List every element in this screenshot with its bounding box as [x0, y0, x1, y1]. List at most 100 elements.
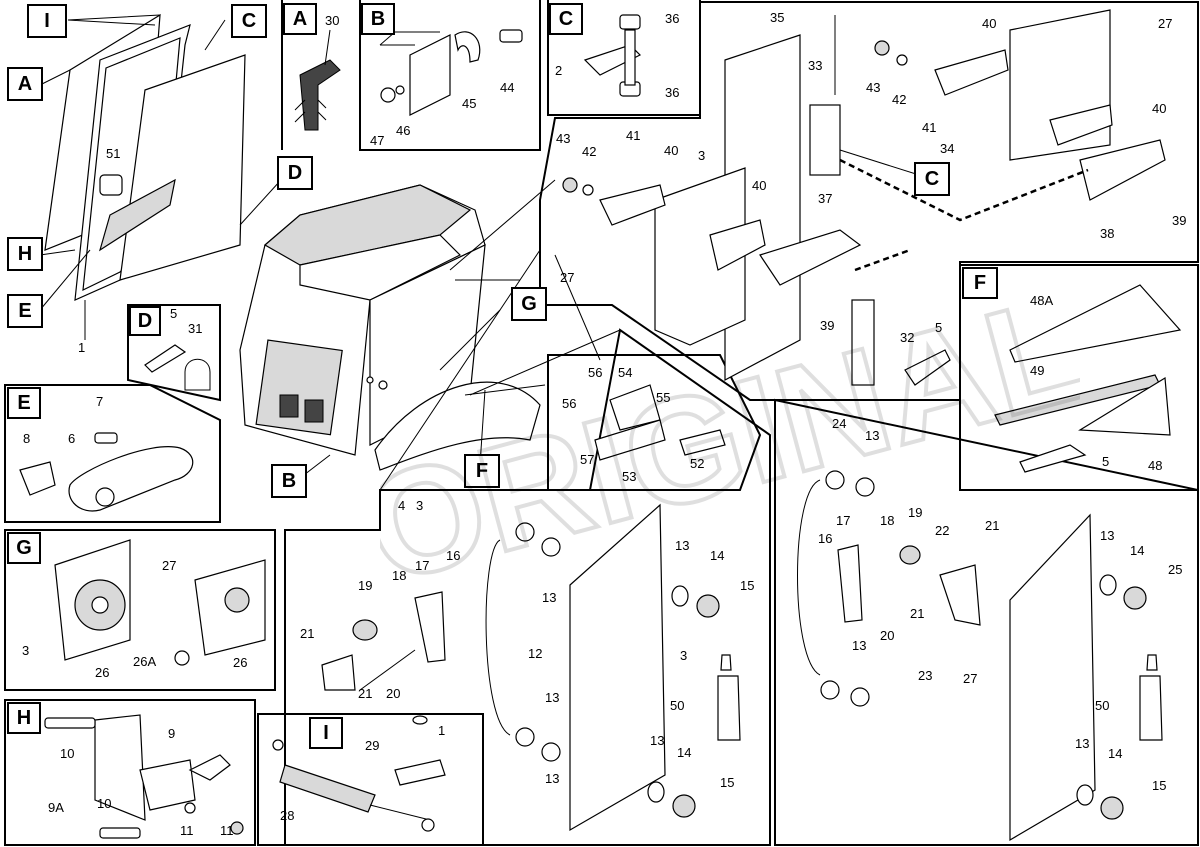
part-number: 40 [982, 16, 996, 31]
part-number: 41 [626, 128, 640, 143]
svg-text:C: C [242, 10, 256, 32]
part-number: 27 [162, 558, 176, 573]
part-number: 49 [1030, 363, 1044, 378]
svg-text:C: C [925, 168, 939, 190]
part-number: 21 [985, 518, 999, 533]
part-number: 27 [1158, 16, 1172, 31]
part-number: 56 [588, 365, 602, 380]
part-number: 21 [300, 626, 314, 641]
box-label-E: E [7, 387, 41, 419]
part-number: 5 [170, 306, 177, 321]
part-number: 13 [852, 638, 866, 653]
svg-text:E: E [18, 300, 31, 322]
part-number: 14 [1130, 543, 1144, 558]
part-number: 2 [555, 63, 562, 78]
part-number: 7 [96, 394, 103, 409]
box-label-B: B [361, 3, 395, 35]
part-numbers: 51 1 27 4 3 30 44 45 47 46 36 2 36 35 33… [22, 10, 1186, 838]
part-number: 3 [698, 148, 705, 163]
callout-E-main: E [7, 294, 43, 328]
part-number: 45 [462, 96, 476, 111]
part-number: 18 [392, 568, 406, 583]
callout-G-main: G [511, 287, 547, 321]
part-number: 42 [892, 92, 906, 107]
part-number: 39 [1172, 213, 1186, 228]
detail-A-seal [294, 29, 341, 131]
part-number: 11 [220, 823, 234, 838]
part-number: 17 [415, 558, 429, 573]
part-number: 30 [325, 13, 339, 28]
cab-assembly [239, 184, 541, 471]
part-number: 50 [1095, 698, 1109, 713]
svg-text:C: C [559, 8, 573, 30]
callout-I-main: I [27, 4, 67, 38]
part-number: 21 [358, 686, 372, 701]
svg-text:A: A [293, 8, 307, 30]
part-number: 8 [23, 431, 30, 446]
callout-H-main: H [7, 237, 43, 271]
part-number: 13 [675, 538, 689, 553]
svg-text:E: E [17, 392, 30, 414]
svg-text:D: D [288, 162, 302, 184]
part-number: 3 [22, 643, 29, 658]
part-number: 29 [365, 738, 379, 753]
part-number: 20 [880, 628, 894, 643]
part-number: 40 [752, 178, 766, 193]
part-number: 4 [398, 498, 405, 513]
box-label-C: C [549, 3, 583, 35]
part-number: 26A [133, 654, 156, 669]
part-number: 44 [500, 80, 514, 95]
part-number: 19 [358, 578, 372, 593]
svg-text:G: G [16, 537, 32, 559]
svg-text:D: D [138, 310, 152, 332]
part-number: 20 [386, 686, 400, 701]
detail-I-gas-strut [272, 715, 446, 832]
part-number: 54 [618, 365, 632, 380]
box-label-A: A [283, 3, 317, 35]
part-number: 26 [95, 665, 109, 680]
part-number: 15 [1152, 778, 1166, 793]
part-number: 25 [1168, 562, 1182, 577]
svg-text:I: I [323, 722, 329, 744]
callout-B-main: B [271, 464, 307, 498]
part-number: 39 [820, 318, 834, 333]
part-number: 13 [1075, 736, 1089, 751]
part-number: 48A [1030, 293, 1053, 308]
svg-text:A: A [18, 73, 32, 95]
callout-D-main: D [277, 156, 313, 190]
box-label-H: H [7, 702, 41, 734]
detail-D [144, 344, 211, 391]
part-number: 12 [528, 646, 542, 661]
part-number: 9A [48, 800, 64, 815]
part-number: 1 [78, 340, 85, 355]
detail-F-strips [994, 284, 1182, 473]
part-number: 18 [880, 513, 894, 528]
part-number: 27 [560, 270, 574, 285]
part-number: 6 [68, 431, 75, 446]
window-mid-section [321, 503, 741, 832]
part-number: 10 [60, 746, 74, 761]
part-number: 55 [656, 390, 670, 405]
part-number: 43 [866, 80, 880, 95]
svg-text:G: G [521, 293, 537, 315]
svg-text:H: H [18, 243, 32, 265]
svg-text:F: F [974, 272, 986, 294]
part-number: 13 [545, 771, 559, 786]
part-number: 5 [935, 320, 942, 335]
part-number: 31 [188, 321, 202, 336]
door-assembly [44, 13, 246, 340]
part-number: 15 [720, 775, 734, 790]
part-number: 40 [1152, 101, 1166, 116]
part-number: 36 [665, 11, 679, 26]
part-number: 36 [665, 85, 679, 100]
part-number: 3 [680, 648, 687, 663]
svg-text:H: H [17, 707, 31, 729]
svg-text:I: I [44, 10, 50, 32]
part-number: 38 [1100, 226, 1114, 241]
part-number: 28 [280, 808, 294, 823]
part-number: 33 [808, 58, 822, 73]
callout-A-main: A [7, 67, 43, 101]
svg-text:B: B [371, 8, 385, 30]
part-number: 21 [910, 606, 924, 621]
